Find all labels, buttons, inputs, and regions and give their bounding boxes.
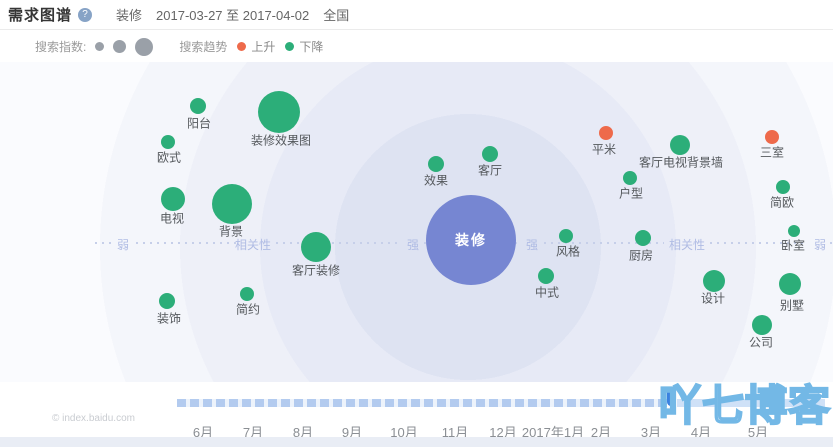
page-header: 需求图谱 ? 装修 2017-03-27 至 2017-04-02 全国 <box>0 0 833 30</box>
keyword-bubble[interactable] <box>779 273 801 295</box>
timeline-month-label: 12月 <box>489 425 517 440</box>
trend-up-label: 上升 <box>251 40 276 54</box>
axis-label: 强 <box>406 238 420 252</box>
axis-dotted-line <box>544 242 664 244</box>
keyword-bubble-label: 风格 <box>555 244 581 259</box>
keyword-bubble-label: 客厅装修 <box>291 263 341 278</box>
keyword-bubble[interactable] <box>599 126 613 140</box>
trend-up-dot-icon <box>237 42 247 51</box>
keyword-bubble-label: 厨房 <box>628 248 654 263</box>
keyword-bubble-label: 平米 <box>591 142 617 157</box>
keyword-bubble[interactable] <box>670 135 690 155</box>
legend-bar: 搜索指数: 搜索趋势 上升 下降 <box>0 31 833 62</box>
keyword-bubble-label: 设计 <box>700 291 726 306</box>
keyword-bubble[interactable] <box>190 98 206 114</box>
keyword-bubble[interactable] <box>212 184 252 224</box>
timeline-month-label: 3月 <box>640 425 662 440</box>
keyword-bubble[interactable] <box>161 135 175 149</box>
keyword-bubble[interactable] <box>752 315 772 335</box>
keyword-bubble-label: 简欧 <box>769 195 795 210</box>
axis-dotted-line <box>710 242 808 244</box>
keyword-bubble-label: 阳台 <box>186 116 212 131</box>
search-index-label: 搜索指数: <box>35 40 87 54</box>
trend-down-dot-icon <box>285 42 295 51</box>
timeline-slider: 6月 7月 8月 9月 10月 11月 12月 2017年1月 2月 3月 4月 5月 © index… <box>0 381 833 440</box>
axis-label: 相关性 <box>668 238 706 252</box>
timeline-month-label: 4月 <box>690 425 712 440</box>
bottom-strip <box>0 437 833 447</box>
timeline-month-label: 2月 <box>590 425 612 440</box>
timeline-month-label: 8月 <box>292 425 314 440</box>
keyword-bubble-label: 背景 <box>218 224 244 239</box>
keyword-bubble[interactable] <box>482 146 498 162</box>
keyword-bubble[interactable] <box>635 230 651 246</box>
search-trend-label: 搜索趋势 <box>179 40 228 54</box>
keyword-bubble-label: 电视 <box>159 211 185 226</box>
demand-graph-chart: 弱 相关性 强 强 相关性 弱 阳台欧式 装修效果图电视背景客厅装修装饰 简约 效果 客厅中式 风格… <box>0 62 833 382</box>
keyword-bubble-label: 公司 <box>748 335 774 350</box>
center-keyword-label: 装修 <box>455 232 487 248</box>
keyword-bubble-label: 客厅电视背景墙 <box>638 155 724 170</box>
axis-label: 相关性 <box>234 238 272 252</box>
axis-dotted-line <box>95 242 112 244</box>
keyword-bubble[interactable] <box>776 180 790 194</box>
copyright-text: © index.baidu.com <box>52 413 135 424</box>
region-label: 全国 <box>323 8 350 23</box>
timeline-month-label: 5月 <box>747 425 769 440</box>
help-icon[interactable]: ? <box>78 7 93 22</box>
keyword-bubble[interactable] <box>703 270 725 292</box>
timeline-month-label: 2017年1月 <box>521 425 585 440</box>
keyword-bubble-label: 三室 <box>759 145 785 160</box>
size-dot-small-icon <box>95 42 105 51</box>
watermark-text: 吖七博客 <box>658 381 831 430</box>
center-keyword-node: 装修 <box>426 195 516 285</box>
size-dot-medium-icon <box>113 40 127 53</box>
trend-down-label: 下降 <box>299 40 324 54</box>
keyword-bubble-label: 客厅 <box>477 163 503 178</box>
timeline-month-label: 7月 <box>242 425 264 440</box>
keyword-bubble-label: 中式 <box>534 285 560 300</box>
keyword-bubble[interactable] <box>765 130 779 144</box>
slider-handle[interactable] <box>667 387 676 406</box>
keyword-bubble-label: 欧式 <box>156 150 182 165</box>
keyword-bubble[interactable] <box>159 293 175 309</box>
axis-dotted-line <box>276 242 402 244</box>
slider-track-dashed[interactable] <box>177 399 667 407</box>
keyword-bubble[interactable] <box>788 225 800 237</box>
axis-dotted-line <box>830 242 833 244</box>
keyword-bubble-label: 卧室 <box>780 238 806 253</box>
axis-label: 弱 <box>116 238 130 252</box>
keyword-bubble-label: 别墅 <box>779 298 805 313</box>
keyword-bubble[interactable] <box>258 91 300 133</box>
keyword-bubble[interactable] <box>301 232 331 262</box>
keyword-bubble[interactable] <box>161 187 185 211</box>
keyword-bubble[interactable] <box>559 229 573 243</box>
slider-track-solid[interactable] <box>677 399 825 407</box>
keyword-bubble[interactable] <box>240 287 254 301</box>
keyword-bubble[interactable] <box>428 156 444 172</box>
page-title: 需求图谱 <box>8 7 73 24</box>
timeline-month-label: 10月 <box>390 425 418 440</box>
keyword-bubble-label: 简约 <box>235 302 261 317</box>
date-range-label: 2017-03-27 至 2017-04-02 <box>156 8 310 23</box>
timeline-month-label: 11月 <box>441 425 469 440</box>
keyword-label: 装修 <box>116 8 143 23</box>
keyword-bubble[interactable] <box>538 268 554 284</box>
axis-dotted-line <box>136 242 236 244</box>
timeline-month-label: 6月 <box>192 425 214 440</box>
keyword-bubble-label: 户型 <box>618 186 644 201</box>
keyword-bubble[interactable] <box>623 171 637 185</box>
timeline-month-label: 9月 <box>341 425 363 440</box>
axis-label: 弱 <box>813 238 827 252</box>
keyword-bubble-label: 效果 <box>423 173 449 188</box>
keyword-bubble-label: 装饰 <box>156 311 182 326</box>
size-dot-large-icon <box>135 37 154 56</box>
axis-label: 强 <box>525 238 539 252</box>
keyword-bubble-label: 装修效果图 <box>250 133 312 148</box>
